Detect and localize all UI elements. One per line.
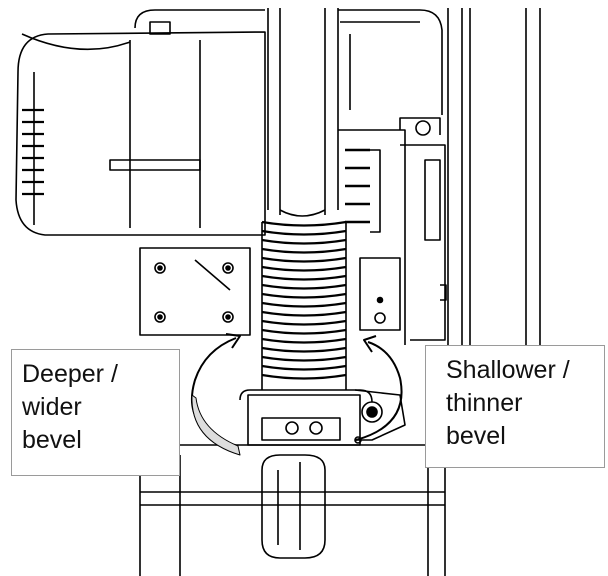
right-bracket [359,257,401,331]
upper-housing [134,9,443,115]
bellows-rib [261,310,347,317]
bellows-rib [261,283,347,290]
column-frame [447,8,541,350]
callout-left-line-3: bevel [22,426,82,454]
bellows-rib [261,373,347,380]
right-mechanism [338,117,447,345]
arrow-left [190,333,241,456]
callout-right-line-1: Shallower / [446,356,570,384]
bellows-rib [261,337,347,344]
bellows [261,220,347,390]
arrow-right [355,335,403,441]
bellows-rib [261,220,347,227]
bellows-rib [261,355,347,362]
bellows-rib [261,301,347,308]
bellows-rib [261,292,347,299]
callout-right-line-2: thinner [446,389,523,417]
bellows-rib [261,265,347,272]
base-head [180,389,430,446]
bellows-rib [261,256,347,263]
bellows-rib [261,274,347,281]
bellows-rib [261,346,347,353]
motor [15,31,266,236]
bellows-sides [261,222,347,390]
vertical-tube [267,8,339,217]
stand [139,454,446,576]
left-bracket [139,247,251,336]
callout-right-line-3: bevel [446,422,506,450]
bellows-rib [261,238,347,245]
callout-deeper-wider-bevel: Deeper / wider bevel [11,349,180,476]
callout-left-line-2: wider [22,393,82,421]
bellows-rib [261,328,347,335]
bellows-rib [261,229,347,236]
callout-left-line-1: Deeper / [22,360,118,388]
bellows-rib [261,319,347,326]
bellows-rib [261,247,347,254]
bellows-rib [261,364,347,371]
callout-shallower-thinner-bevel: Shallower / thinner bevel [425,345,605,468]
